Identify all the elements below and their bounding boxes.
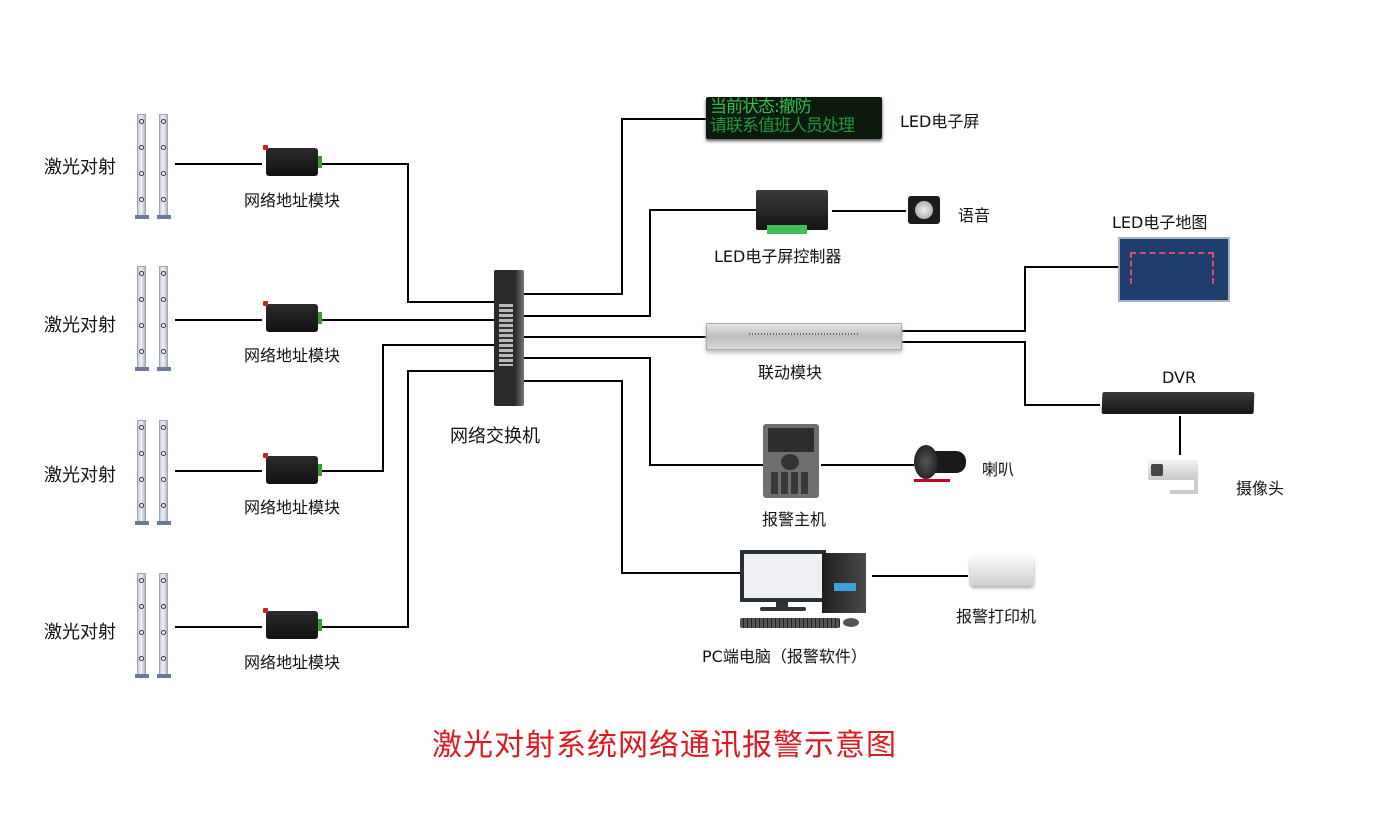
laser-label: 激光对射 — [44, 315, 116, 336]
led-screen-icon: 当前状态:撤防 请联系值班人员处理 — [706, 97, 882, 139]
network-address-module-icon — [263, 608, 322, 639]
led-screen-label: LED电子屏 — [900, 112, 980, 131]
wire-module3-switch — [322, 344, 496, 472]
printer-label: 报警打印机 — [956, 607, 1037, 626]
keyboard-icon — [740, 618, 840, 628]
wire-switch-controller — [522, 209, 760, 317]
pc-label: PC端电脑（报警软件） — [702, 647, 867, 666]
dvr-icon — [1101, 392, 1255, 414]
speaker-icon — [908, 196, 940, 224]
mouse-icon — [843, 618, 859, 627]
horn-label: 喇叭 — [982, 460, 1015, 479]
laser-label: 激光对射 — [44, 622, 116, 643]
network-address-module-icon — [263, 453, 322, 484]
alarm-host-icon — [763, 424, 819, 498]
laser-pole-icon — [157, 114, 171, 219]
switch-icon — [494, 270, 524, 406]
laser-label: 激光对射 — [44, 465, 116, 486]
network-address-module-icon — [263, 301, 322, 332]
linkage-module-label: 联动模块 — [758, 363, 823, 382]
pc-tower-icon — [822, 553, 866, 613]
module-label: 网络地址模块 — [244, 191, 341, 210]
module-label: 网络地址模块 — [244, 346, 341, 365]
laser-pole-icon — [135, 420, 149, 525]
diagram-title: 激光对射系统网络通讯报警示意图 — [432, 728, 897, 763]
laser-pole-icon — [157, 573, 171, 678]
monitor-stand-icon — [776, 602, 788, 608]
led-controller-icon — [756, 190, 828, 234]
laser-pole-icon — [135, 266, 149, 371]
laser-label: 激光对射 — [44, 157, 116, 178]
horn-icon — [914, 445, 966, 482]
laser-pole-icon — [157, 420, 171, 525]
module-label: 网络地址模块 — [244, 653, 341, 672]
laser-pole-icon — [135, 114, 149, 219]
camera-mount-icon — [1170, 480, 1198, 494]
led-display-line1: 当前状态:撤防 — [710, 97, 812, 117]
dvr-label: DVR — [1162, 368, 1197, 387]
voice-label: 语音 — [958, 206, 991, 225]
led-display-line2: 请联系值班人员处理 — [710, 116, 855, 136]
wire-switch-pc — [522, 380, 742, 574]
laser-pole-icon — [135, 573, 149, 678]
laser-pole-icon — [157, 266, 171, 371]
alarm-host-label: 报警主机 — [762, 510, 827, 529]
linkage-module-icon — [706, 323, 902, 350]
network-address-module-icon — [263, 145, 322, 176]
monitor-icon — [740, 550, 826, 602]
camera-icon — [1148, 460, 1198, 480]
wire-switch-ledscreen — [522, 118, 708, 295]
wire-linkage-dvr — [900, 341, 1100, 406]
led-controller-label: LED电子屏控制器 — [714, 247, 842, 266]
wire-module4-switch — [322, 370, 496, 628]
wire-module1-switch — [322, 163, 496, 303]
monitor-base-icon — [760, 607, 806, 611]
printer-icon — [970, 556, 1034, 586]
module-label: 网络地址模块 — [244, 498, 341, 517]
switch-label: 网络交换机 — [450, 426, 540, 447]
camera-label: 摄像头 — [1236, 479, 1285, 498]
led-map-label: LED电子地图 — [1112, 213, 1208, 232]
wire-linkage-ledmap — [900, 266, 1118, 332]
wire-switch-alarmhost — [522, 357, 765, 466]
led-map-icon — [1118, 237, 1230, 302]
